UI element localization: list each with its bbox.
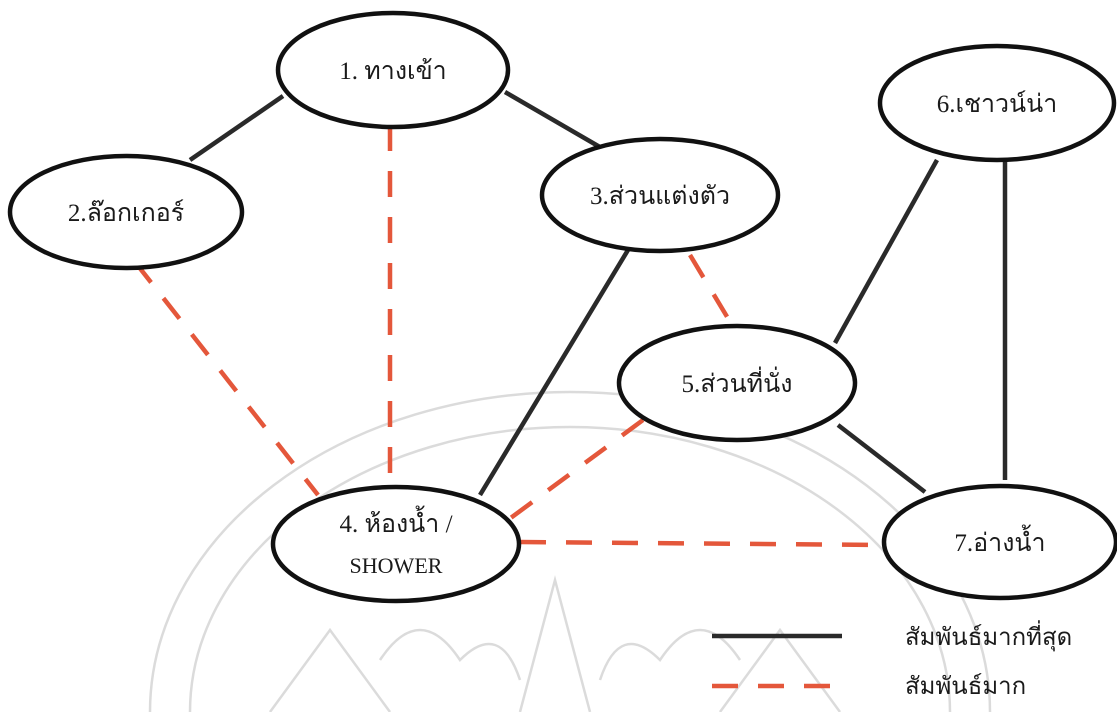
node-4-label-line1: 4. ห้องน้ำ /	[339, 505, 452, 538]
node-3: 3.ส่วนแต่งตัว	[539, 136, 781, 254]
edge-4-7	[519, 539, 889, 548]
edge-4-5	[506, 418, 645, 522]
node-2: 2.ล๊อกเกอร์	[7, 153, 245, 271]
legend-strong-label: สัมพันธ์มากที่สุด	[905, 620, 1072, 652]
legend: สัมพันธ์มากที่สุด สัมพันธ์มาก	[712, 620, 1072, 700]
node-7-label: 7.อ่างน้ำ	[954, 524, 1045, 557]
legend-weak-label: สัมพันธ์มาก	[905, 672, 1026, 700]
node-7: 7.อ่างน้ำ	[881, 483, 1117, 601]
edge-1-3	[503, 90, 607, 152]
node-2-label: 2.ล๊อกเกอร์	[68, 199, 184, 227]
edge-3-4	[478, 248, 630, 497]
node-6-label: 6.เชาวน์น่า	[937, 90, 1058, 118]
node-5: 5.ส่วนที่นั่ง	[616, 323, 858, 443]
node-1: 1. ทางเข้า	[275, 10, 511, 130]
node-4: 4. ห้องน้ำ / SHOWER	[270, 484, 522, 604]
edge-5-6	[833, 158, 939, 345]
node-5-label: 5.ส่วนที่นั่ง	[682, 366, 793, 398]
edge-5-7	[836, 423, 927, 494]
node-3-label: 3.ส่วนแต่งตัว	[590, 183, 730, 210]
edge-3-5	[688, 253, 737, 332]
node-4-label-line2: SHOWER	[350, 553, 443, 578]
edges	[133, 90, 1008, 548]
node-6: 6.เชาวน์น่า	[877, 43, 1117, 163]
edge-1-2	[188, 94, 285, 162]
edge-2-4	[133, 260, 320, 497]
node-1-label: 1. ทางเข้า	[339, 58, 446, 85]
